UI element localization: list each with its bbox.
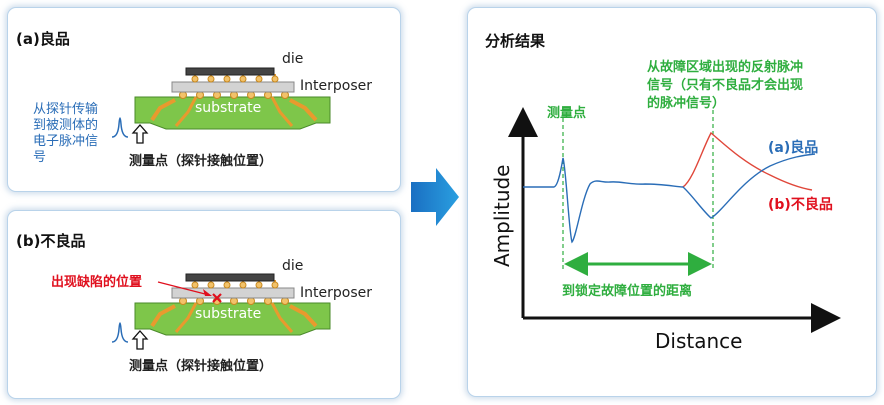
distance-description: 到锁定故障位置的距离 <box>562 284 693 299</box>
measure-point-chart-label: 测量点 <box>547 106 587 121</box>
pulse-desc-line: 从探针传输 <box>33 102 99 117</box>
die-label: die <box>282 51 304 67</box>
defect-location-label: 出现缺陷的位置 <box>51 275 143 290</box>
pulse-desc-line: 到被测体的 <box>33 118 99 133</box>
x-axis-label: Distance <box>655 329 743 353</box>
substrate-label: substrate <box>195 100 262 116</box>
panel-a-title: (a)良品 <box>16 30 70 48</box>
good-product-curve <box>523 153 816 244</box>
interposer-label: Interposer <box>300 285 372 301</box>
bad-product-curve <box>682 131 813 191</box>
measure-point-label: 测量点（探针接触位置） <box>129 359 273 374</box>
package-a <box>111 67 331 144</box>
good-product-legend: (a)良品 <box>768 140 819 156</box>
pulse-description: 从探针传输 到被测体的 电子脉冲信 号 <box>33 102 98 166</box>
y-axis-label: Amplitude <box>490 164 514 268</box>
package-b <box>111 273 331 350</box>
interposer-label: Interposer <box>300 78 372 94</box>
pulse-desc-line: 号 <box>33 150 47 165</box>
reflect-line: 信号（只有不良品才会出现 <box>647 78 804 93</box>
reflect-line: 的脉冲信号） <box>647 96 726 111</box>
bad-product-legend: (b)不良品 <box>768 197 833 213</box>
measure-point-label: 测量点（探针接触位置） <box>129 154 273 169</box>
flow-arrow-icon <box>411 168 459 226</box>
analysis-title: 分析结果 <box>485 32 546 50</box>
reflect-line: 从故障区域出现的反射脉冲 <box>647 60 804 75</box>
panel-b-title: (b)不良品 <box>16 232 86 250</box>
reflect-pulse-description: 从故障区域出现的反射脉冲 信号（只有不良品才会出现 的脉冲信号） <box>647 59 803 113</box>
defect-marker-icon <box>212 293 222 303</box>
die-label: die <box>282 258 304 274</box>
waveform-chart <box>508 107 841 333</box>
pulse-desc-line: 电子脉冲信 <box>33 134 99 149</box>
substrate-label: substrate <box>195 306 262 322</box>
panel-analysis-result <box>467 7 877 397</box>
